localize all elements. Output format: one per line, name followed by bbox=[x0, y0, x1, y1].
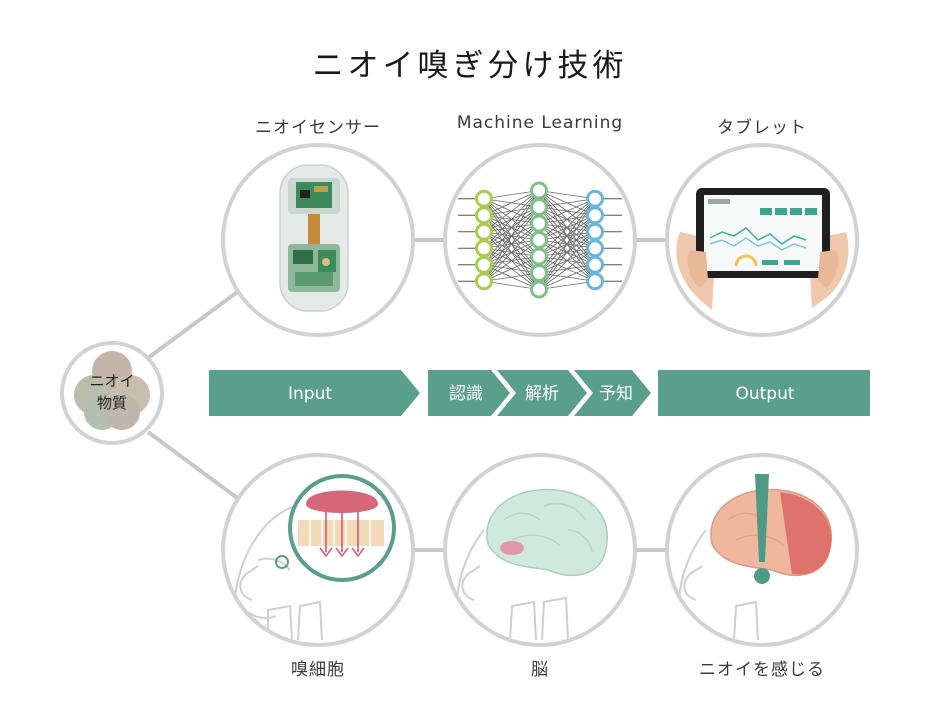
brain-node bbox=[443, 453, 637, 647]
nn-node bbox=[586, 255, 604, 274]
flow-step-3-arrow bbox=[574, 370, 651, 416]
flow-band: Input 認識 解析 予知 Output bbox=[209, 370, 870, 416]
nn-node bbox=[475, 189, 493, 208]
label-odor-sensor: ニオイセンサー bbox=[255, 118, 381, 138]
nn-node bbox=[586, 272, 604, 291]
nn-node bbox=[475, 255, 493, 274]
flow-step-1-arrow bbox=[428, 370, 510, 416]
olfactory-cell-node bbox=[221, 453, 415, 647]
nn-node bbox=[475, 222, 493, 241]
odor-substance-blob-icon bbox=[74, 351, 150, 430]
flow-input-arrow bbox=[209, 370, 420, 416]
label-perceive-odor: ニオイを感じる bbox=[699, 660, 825, 680]
tablet-dashboard-icon bbox=[676, 188, 849, 310]
nn-node bbox=[530, 214, 548, 233]
nn-node bbox=[475, 272, 493, 291]
flow-output-bar bbox=[658, 370, 870, 416]
label-tablet: タブレット bbox=[717, 118, 807, 138]
odor-substance-label: ニオイ bbox=[89, 372, 134, 390]
neural-network-icon bbox=[458, 181, 622, 299]
label-olfactory-cell: 嗅細胞 bbox=[291, 660, 345, 680]
olfactory-cell-head-icon bbox=[233, 474, 396, 641]
nn-node bbox=[530, 280, 548, 299]
flow-step-2-label: 解析 bbox=[525, 384, 559, 404]
brain-exclamation-head-icon bbox=[677, 488, 833, 641]
nn-node bbox=[586, 239, 604, 258]
connectors bbox=[146, 238, 669, 552]
nn-node bbox=[530, 247, 548, 266]
nn-node bbox=[475, 239, 493, 258]
nn-node bbox=[530, 231, 548, 249]
nn-node bbox=[530, 264, 548, 282]
machine-learning-node bbox=[443, 143, 637, 337]
label-brain: 脳 bbox=[531, 660, 549, 680]
flow-step-1-label: 認識 bbox=[449, 384, 483, 404]
flow-step-2-arrow bbox=[497, 370, 587, 416]
label-machine-learning: Machine Learning bbox=[456, 113, 624, 133]
flow-step-3-label: 予知 bbox=[599, 384, 633, 404]
nn-node bbox=[530, 198, 548, 216]
odor-substance-label-2: 物質 bbox=[97, 394, 127, 412]
flow-input-label: Input bbox=[288, 384, 332, 404]
nn-node bbox=[586, 206, 604, 225]
perceive-odor-node bbox=[665, 453, 859, 647]
nn-node bbox=[475, 206, 493, 225]
exclamation-icon bbox=[754, 474, 770, 584]
odor-substance-node: ニオイ 物質 bbox=[60, 341, 164, 445]
odor-sensor-device-icon bbox=[279, 164, 349, 312]
nn-node bbox=[586, 189, 604, 208]
nn-node bbox=[530, 181, 548, 200]
tablet-node bbox=[665, 143, 859, 337]
nn-node bbox=[586, 222, 604, 241]
page-title: ニオイ嗅ぎ分け技術 bbox=[312, 48, 628, 84]
flow-output-label: Output bbox=[735, 384, 794, 404]
sensor-node bbox=[221, 143, 415, 337]
